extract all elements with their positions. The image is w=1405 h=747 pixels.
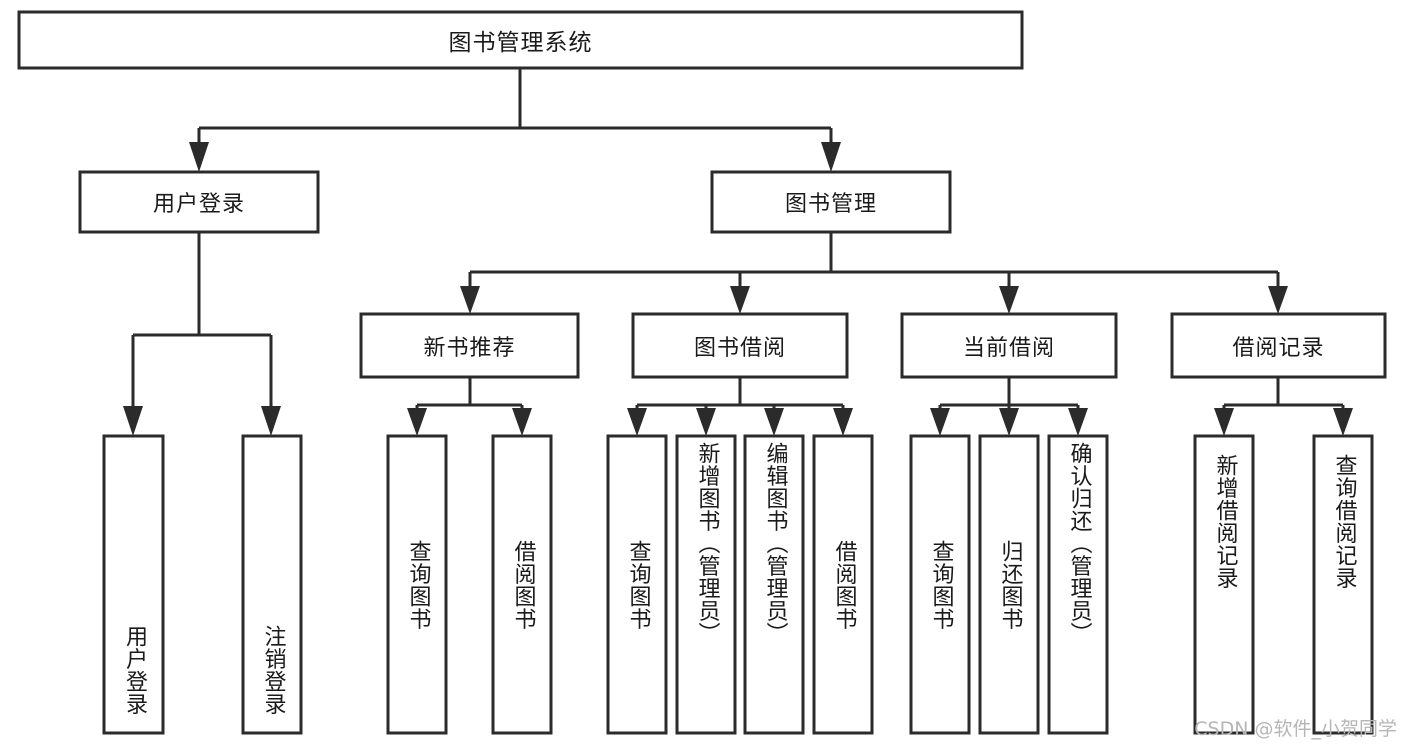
leaf-box-cb-confirm-return[interactable]	[1047, 434, 1109, 735]
arrow-head-bb-leaf-4	[833, 408, 853, 436]
arrow-head-cb-leaf-3	[1068, 408, 1088, 436]
arrow-head-br-leaf-2	[1333, 408, 1353, 436]
node-box-book-borrow[interactable]	[631, 312, 849, 379]
connector-root-to-level1	[189, 68, 841, 172]
leaf-box-cb-return-book[interactable]	[978, 434, 1040, 735]
leaf-box-bb-borrow-book[interactable]	[812, 434, 874, 735]
connector-bookborrow-to-leaves	[627, 377, 853, 436]
node-box-book-manage[interactable]	[710, 170, 952, 234]
arrow-head-current-borrow	[999, 286, 1019, 314]
leaf-box-logout[interactable]	[241, 434, 303, 735]
arrow-head-bb-leaf-2	[696, 408, 716, 436]
arrow-head-leaf-user-login	[123, 406, 143, 436]
connector-userlogin-to-leaves	[123, 232, 281, 436]
arrow-head-book-borrow	[730, 286, 750, 314]
arrow-head-nb-leaf-1	[407, 408, 427, 436]
leaf-box-user-login[interactable]	[102, 434, 165, 735]
arrow-head-new-book	[460, 286, 480, 314]
node-box-user-login[interactable]	[78, 170, 320, 234]
leaf-box-nb-query-book[interactable]	[386, 434, 448, 735]
arrow-head-book-manage	[821, 142, 841, 172]
leaf-box-bb-query-book[interactable]	[606, 434, 668, 735]
arrow-head-bb-leaf-3	[764, 408, 784, 436]
leaf-box-bb-edit-book[interactable]	[743, 434, 805, 735]
arrow-head-borrow-record	[1268, 286, 1288, 314]
node-box-current-borrow[interactable]	[900, 312, 1118, 379]
arrow-head-nb-leaf-2	[512, 408, 532, 436]
leaf-box-bb-add-book[interactable]	[675, 434, 737, 735]
connector-newbook-to-leaves	[407, 377, 532, 436]
leaf-box-br-query-record[interactable]	[1312, 434, 1374, 735]
leaf-box-cb-query-book[interactable]	[909, 434, 971, 735]
arrow-head-cb-leaf-1	[930, 408, 950, 436]
arrow-head-br-leaf-1	[1214, 408, 1234, 436]
leaf-box-br-add-record[interactable]	[1193, 434, 1255, 735]
leaf-box-nb-borrow-book[interactable]	[491, 434, 553, 735]
node-box-new-book-recommend[interactable]	[359, 312, 580, 379]
connector-borrowrecord-to-leaves	[1214, 377, 1353, 436]
arrow-head-leaf-logout	[261, 406, 281, 436]
arrow-head-user-login	[189, 142, 209, 172]
connector-bookmanage-to-level2	[460, 232, 1288, 314]
arrow-head-cb-leaf-2	[999, 408, 1019, 436]
node-box-borrow-record[interactable]	[1170, 312, 1387, 379]
connector-currentborrow-to-leaves	[930, 377, 1088, 436]
node-box-root[interactable]	[17, 10, 1024, 70]
arrow-head-bb-leaf-1	[627, 408, 647, 436]
